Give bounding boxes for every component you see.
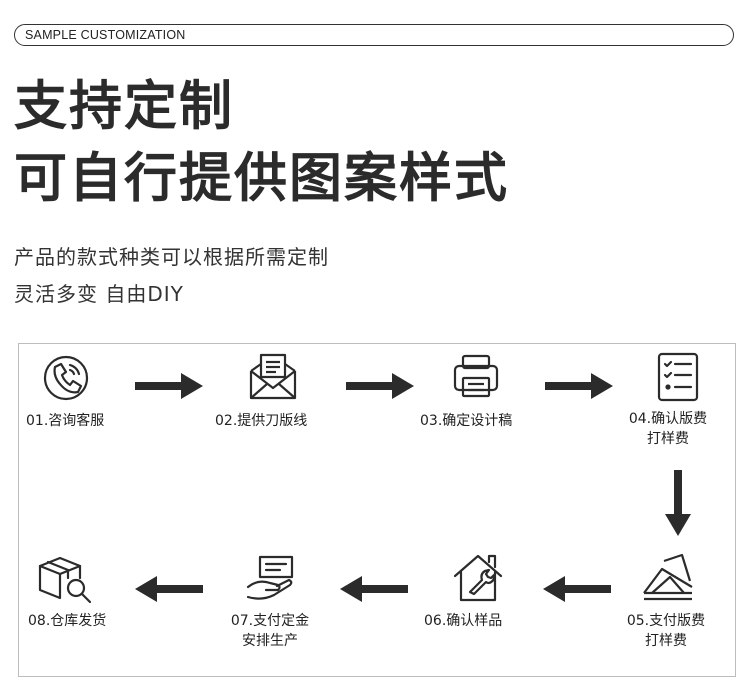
step-01-label: 01.咨询客服	[26, 413, 105, 429]
hand-card-icon	[244, 553, 298, 603]
arrow-left-icon	[135, 576, 203, 602]
page-title-line2: 可自行提供图案样式	[14, 148, 509, 209]
step-05-label: 05.支付版费	[626, 613, 706, 629]
step-08-label: 08.仓库发货	[28, 613, 107, 629]
sample-customization-tag: SAMPLE CUSTOMIZATION	[14, 24, 734, 46]
printer-icon	[451, 352, 503, 402]
step-02-label: 02.提供刀版线	[215, 413, 308, 429]
checklist-icon	[652, 351, 704, 403]
arrow-left-icon	[543, 576, 611, 602]
house-wrench-icon	[451, 552, 505, 604]
arrow-left-icon	[340, 576, 408, 602]
arrow-right-icon	[346, 373, 414, 399]
subtitle-line2: 灵活多变 自由DIY	[14, 282, 184, 306]
step-04-label: 04.确认版费	[628, 411, 708, 427]
subtitle-line1: 产品的款式种类可以根据所需定制	[14, 245, 329, 269]
payment-envelope-icon	[640, 551, 696, 607]
arrow-right-icon	[545, 373, 613, 399]
page-title-line1: 支持定制	[14, 76, 234, 137]
step-07-label-line2: 安排生产	[242, 633, 298, 649]
box-search-icon	[36, 552, 94, 606]
arrow-right-icon	[135, 373, 203, 399]
step-06-label: 06.确认样品	[424, 613, 503, 629]
process-flow-panel	[18, 343, 736, 677]
step-03-label: 03.确定设计稿	[420, 413, 513, 429]
phone-icon	[40, 353, 92, 403]
envelope-icon	[247, 352, 299, 402]
step-05-label-line2: 打样费	[645, 633, 687, 649]
step-04-label-line2: 打样费	[647, 431, 689, 447]
tag-text: SAMPLE CUSTOMIZATION	[25, 28, 186, 42]
step-07-label: 07.支付定金	[230, 613, 310, 629]
arrow-down-icon	[665, 470, 691, 536]
